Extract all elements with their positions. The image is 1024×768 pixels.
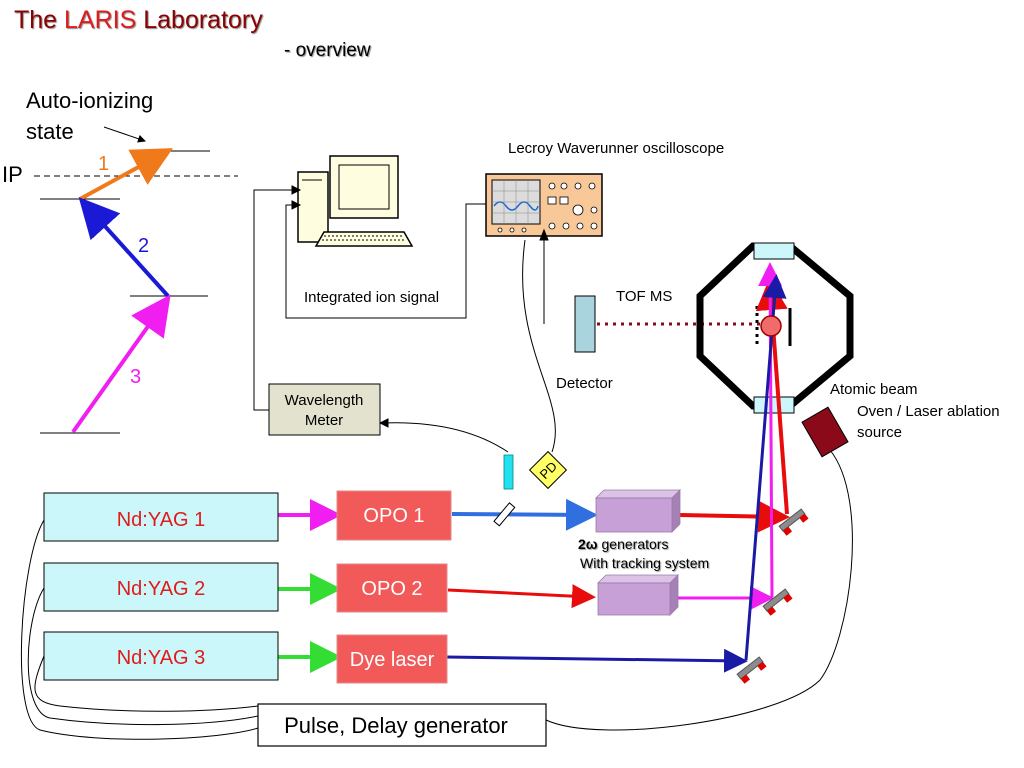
yag1-trigger-cable bbox=[20, 519, 259, 740]
blue-beam-to-chamber bbox=[744, 274, 787, 661]
fiber-to-meter bbox=[381, 422, 509, 453]
wavelength-meter-line2: Meter bbox=[305, 412, 343, 429]
oscilloscope-label: Lecroy Waverunner oscilloscope bbox=[508, 140, 724, 157]
energy-level-diagram: Auto-ionizing state IP 1 2 3 bbox=[2, 88, 238, 434]
meter-to-computer-cable bbox=[253, 189, 298, 411]
source-to-generator-cable bbox=[545, 449, 853, 731]
step-3-label: 3 bbox=[130, 366, 141, 388]
opo-2: OPO 2 bbox=[336, 563, 448, 613]
pulse-delay-generator: Pulse, Delay generator bbox=[257, 703, 547, 747]
oven-source bbox=[801, 406, 849, 458]
generators-label: 2ω generators bbox=[578, 536, 668, 552]
pulse-generator-label: Pulse, Delay generator bbox=[284, 713, 508, 738]
opo-1: OPO 1 bbox=[336, 490, 452, 541]
mirror-1 bbox=[778, 508, 809, 536]
oven-label-line2: source bbox=[857, 424, 902, 441]
pump-laser-1: Nd:YAG 1 bbox=[43, 492, 279, 542]
tracking-label: With tracking system bbox=[580, 555, 709, 571]
yag2-trigger-cable bbox=[27, 587, 259, 726]
page-title: The LARIS Laboratory bbox=[14, 6, 263, 35]
dye-laser: Dye laser bbox=[336, 634, 448, 684]
tof-ms-label: TOF MS bbox=[616, 288, 672, 305]
photodiode: PD bbox=[528, 450, 568, 490]
gen1-output-beam bbox=[679, 500, 790, 533]
step-1-label: 1 bbox=[98, 153, 109, 175]
oscilloscope-icon bbox=[485, 173, 603, 237]
pump-laser-1-label: Nd:YAG 1 bbox=[117, 509, 206, 531]
generators-label-rest: generators bbox=[598, 536, 669, 552]
pump-laser-3: Nd:YAG 3 bbox=[43, 631, 279, 681]
state-label-line1: Auto-ionizing bbox=[26, 88, 153, 113]
page-subtitle: - overview bbox=[284, 40, 371, 61]
state-label-line2: state bbox=[26, 119, 74, 144]
opo2-output-beam bbox=[447, 584, 596, 609]
atomic-beam-label: Atomic beam bbox=[830, 381, 918, 398]
title-highlight: LARIS bbox=[64, 6, 137, 34]
fiber-coupler bbox=[503, 454, 514, 490]
mirror-2 bbox=[762, 588, 793, 616]
computer-icon bbox=[297, 155, 414, 247]
opo-2-label: OPO 2 bbox=[361, 578, 422, 600]
opo-1-label: OPO 1 bbox=[363, 505, 424, 527]
generators-label-bold: 2ω bbox=[578, 536, 598, 552]
interaction-region bbox=[760, 315, 782, 337]
state-pointer-arrow bbox=[103, 126, 146, 143]
ip-label: IP bbox=[2, 162, 23, 187]
opo1-output-beam bbox=[451, 498, 598, 531]
oven-label-line1: Oven / Laser ablation bbox=[857, 403, 1000, 420]
generator-2 bbox=[597, 574, 679, 616]
scope-to-computer-cable bbox=[285, 203, 486, 319]
step-2-label: 2 bbox=[138, 235, 149, 257]
vacuum-chamber bbox=[696, 242, 854, 414]
detector-label: Detector bbox=[556, 375, 613, 392]
pump-laser-2-label: Nd:YAG 2 bbox=[117, 578, 206, 600]
step-3-arrow bbox=[71, 294, 171, 434]
step-1-arrow bbox=[79, 148, 174, 201]
title-suffix: Laboratory bbox=[136, 6, 263, 34]
chamber-window-top bbox=[753, 242, 795, 260]
chamber-window-bottom bbox=[753, 396, 795, 414]
signal-cables bbox=[20, 185, 853, 740]
wavelength-meter: Wavelength Meter bbox=[268, 383, 381, 436]
pump-laser-2: Nd:YAG 2 bbox=[43, 562, 279, 612]
steering-mirrors bbox=[736, 508, 809, 684]
generator-1 bbox=[595, 489, 681, 533]
pump-laser-3-label: Nd:YAG 3 bbox=[117, 647, 206, 669]
title-prefix: The bbox=[14, 6, 65, 34]
step-2-arrow bbox=[78, 197, 170, 298]
detector bbox=[574, 295, 596, 353]
pd-to-scope-cable bbox=[522, 239, 556, 453]
mirror-3 bbox=[736, 656, 767, 684]
wavelength-meter-line1: Wavelength bbox=[285, 392, 364, 409]
integrated-signal-label: Integrated ion signal bbox=[304, 289, 439, 306]
dye-laser-label: Dye laser bbox=[350, 649, 435, 671]
beam-splitter bbox=[493, 502, 516, 527]
dye-output-beam bbox=[445, 648, 748, 673]
yag3-trigger-cable bbox=[34, 655, 259, 712]
